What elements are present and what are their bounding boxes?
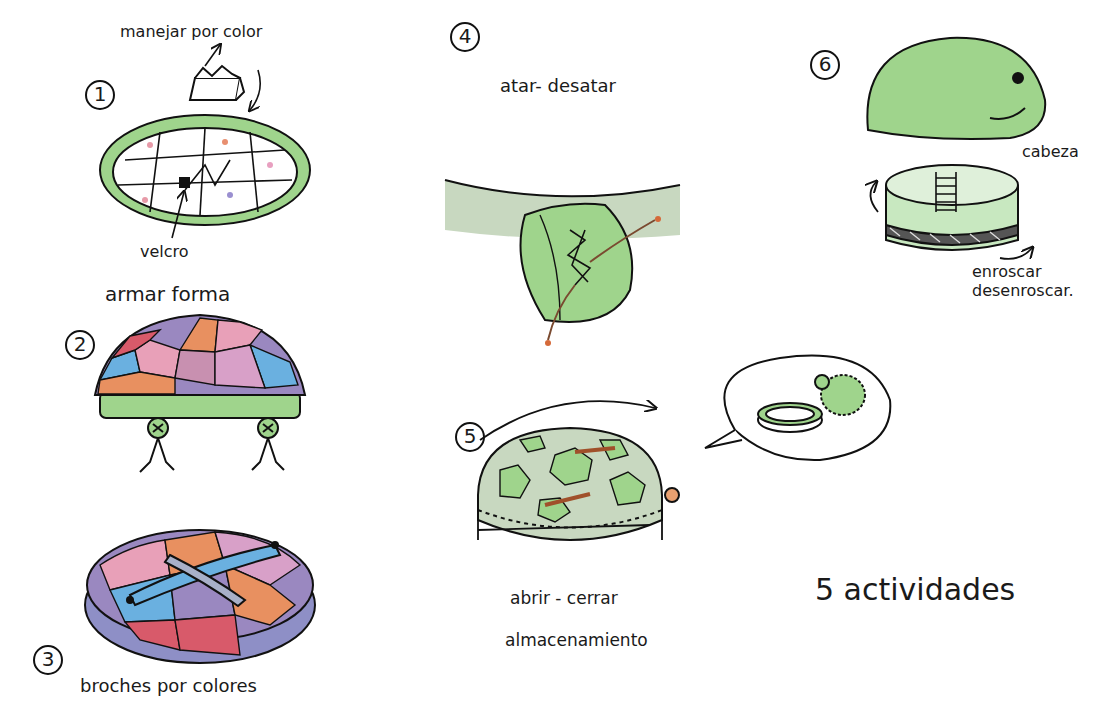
activity-label: abrir - cerrar bbox=[510, 588, 618, 608]
callout-number: 2 bbox=[65, 332, 95, 356]
callout-number: 3 bbox=[33, 647, 63, 671]
part-label: manejar por color bbox=[120, 22, 262, 41]
part-label: velcro bbox=[140, 242, 189, 261]
callout-number: 6 bbox=[810, 52, 840, 76]
callout-number: 1 bbox=[85, 82, 115, 106]
part-label: cabeza bbox=[1022, 142, 1079, 161]
callout-number: 4 bbox=[450, 24, 480, 48]
activity-label: enroscar desenroscar. bbox=[972, 262, 1084, 300]
activity-label: almacenamiento bbox=[505, 630, 648, 650]
activity-label: atar- desatar bbox=[500, 75, 616, 97]
callout-number: 5 bbox=[455, 424, 485, 448]
activity-label: broches por colores bbox=[80, 675, 257, 697]
activity-label: armar forma bbox=[105, 282, 230, 306]
summary-note: 5 actividades bbox=[815, 572, 1015, 608]
